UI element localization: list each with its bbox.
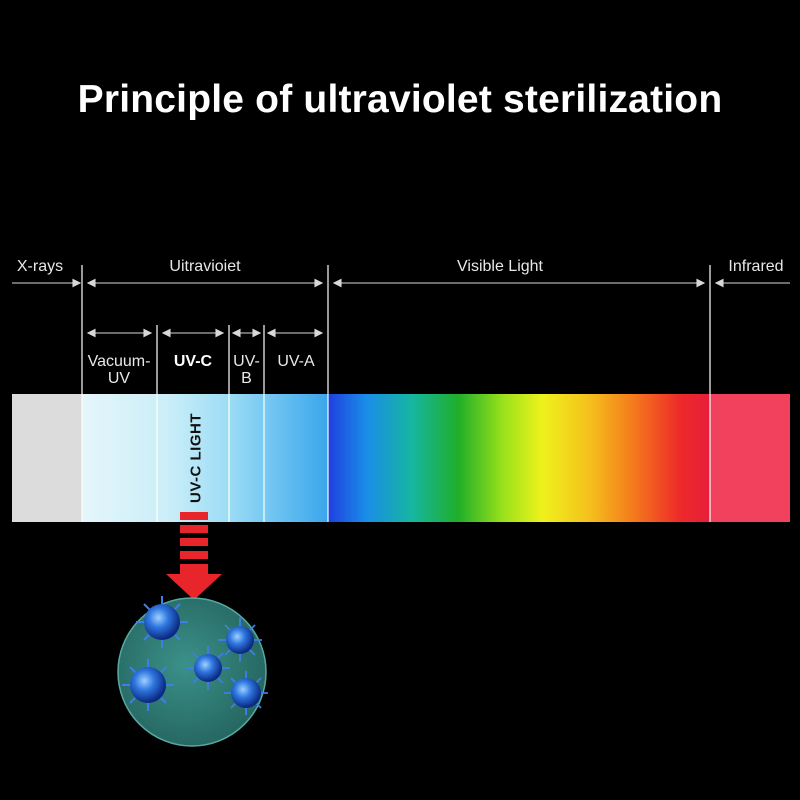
visible-arrowhead-left <box>332 278 342 288</box>
infrared-band <box>710 394 790 522</box>
visible-light-band <box>328 394 710 522</box>
virus-cluster <box>122 596 268 715</box>
virus-2 <box>218 618 262 662</box>
label-vacuum-uv: Vacuum- UV <box>87 353 151 387</box>
label-visible-light: Visible Light <box>457 258 543 275</box>
virus-5 <box>224 671 268 715</box>
virus-3 <box>186 646 230 690</box>
label-uvc: UV-C <box>173 353 213 370</box>
page-title: Principle of ultraviolet sterilization <box>77 78 723 121</box>
label-infrared: Infrared <box>728 258 784 275</box>
label-uva: UV-A <box>277 353 315 370</box>
xray-band <box>12 394 82 522</box>
virus-1 <box>136 596 188 648</box>
uv-arrowhead-left <box>86 278 96 288</box>
infrared-arrowhead <box>714 278 724 288</box>
label-ultraviolet: Uitravioiet <box>169 258 241 275</box>
uvc-light-vertical-label: UV-C LIGHT <box>187 412 205 503</box>
xray-arrowhead <box>72 278 82 288</box>
uvc-down-arrow <box>166 512 222 600</box>
virus-4 <box>122 659 174 711</box>
label-uvb: UV- B <box>233 353 260 387</box>
label-xrays: X-rays <box>16 258 64 275</box>
ultraviolet-band <box>82 394 328 522</box>
visible-arrowhead-right <box>696 278 706 288</box>
uv-arrowhead-right <box>314 278 324 288</box>
